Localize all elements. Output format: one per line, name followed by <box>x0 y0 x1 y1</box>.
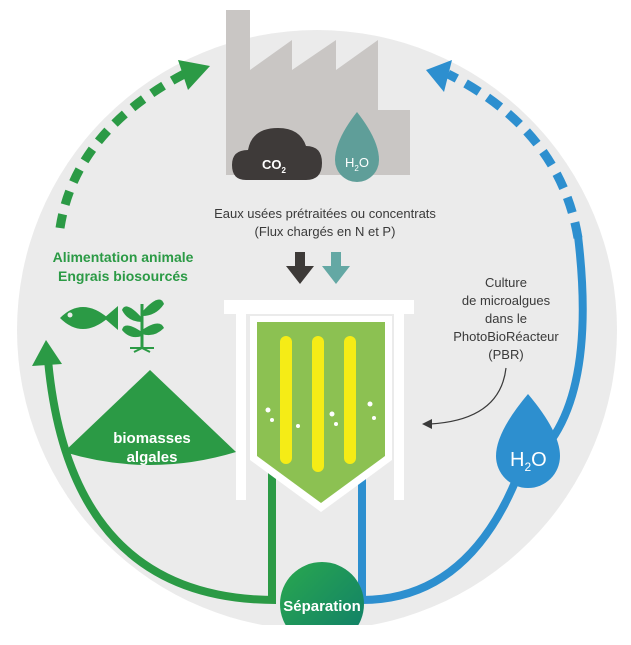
co2-cloud-icon: CO2 <box>232 128 322 180</box>
bottom-band <box>0 625 631 645</box>
co2-subscript: 2 <box>282 166 287 175</box>
h2o-large-h: H <box>510 449 524 471</box>
h2o-small-sub: 2 <box>354 164 359 173</box>
uses-line2: Engrais biosourcés <box>58 268 188 284</box>
h2o-large-o: O <box>531 449 547 471</box>
pbr-line4: PhotoBioRéacteur <box>453 329 559 344</box>
photobioreactor-icon <box>224 300 414 512</box>
blue-dashed-arrow <box>426 60 583 239</box>
co2-label: CO <box>262 157 282 172</box>
svg-text:CO2: CO2 <box>262 157 287 175</box>
h2o-small-h: H <box>345 155 354 170</box>
biomass-pile: biomasses algales <box>64 370 236 466</box>
green-up-arrow <box>32 340 277 604</box>
fish-icon <box>60 306 118 330</box>
water-drop-large-icon: H2O <box>496 394 560 488</box>
uses-line1: Alimentation animale <box>53 249 194 265</box>
h2o-small-o: O <box>359 155 369 170</box>
inputs-line2: (Flux chargés en N et P) <box>255 224 396 239</box>
svg-text:H2O: H2O <box>345 155 369 173</box>
svg-text:H2O: H2O <box>510 449 547 474</box>
dark-down-arrow <box>286 252 314 284</box>
green-dashed-arrow <box>55 60 210 229</box>
biomass-line2: algales <box>127 449 178 466</box>
plant-icon <box>122 299 164 353</box>
biomass-line1: biomasses <box>113 430 191 447</box>
separation-node: Séparation <box>280 562 364 625</box>
h2o-large-sub: 2 <box>524 460 531 474</box>
separation-label: Séparation <box>283 598 361 615</box>
water-drop-icon: H2O <box>335 112 379 182</box>
teal-down-arrow <box>322 252 350 284</box>
pbr-line5: (PBR) <box>488 347 523 362</box>
pbr-line2: de microalgues <box>462 293 551 308</box>
pbr-line3: dans le <box>485 311 527 326</box>
pbr-line1: Culture <box>485 275 527 290</box>
inputs-line1: Eaux usées prétraitées ou concentrats <box>214 206 436 221</box>
blue-water-path <box>358 468 524 605</box>
pbr-pointer-arrow <box>422 367 507 429</box>
